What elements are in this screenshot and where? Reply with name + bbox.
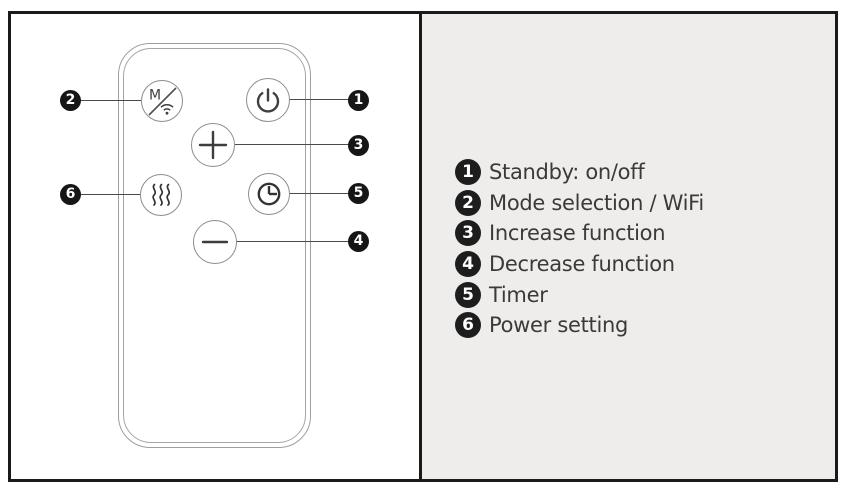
timer-button [248, 173, 290, 215]
callout-badge-6: 6 [60, 184, 81, 205]
legend-badge-6: 6 [455, 312, 481, 339]
legend-item-label: Decrease function [489, 252, 675, 277]
callout-badge-4: 4 [348, 231, 369, 252]
remote-body-inner-outline [123, 48, 306, 443]
legend-badge-3: 3 [455, 220, 481, 247]
legend-item: 1 Standby: on/off [455, 157, 704, 188]
legend-badge-1: 1 [455, 159, 481, 186]
callout-line-2 [80, 100, 141, 101]
legend-item-label: Standby: on/off [489, 160, 645, 185]
power-setting-button [140, 174, 182, 216]
mode-wifi-icon: M [141, 80, 183, 122]
increase-button [191, 123, 235, 167]
callout-line-1 [290, 99, 349, 100]
callout-line-3 [235, 144, 349, 145]
callout-badge-1: 1 [348, 90, 369, 111]
heat-waves-icon [140, 174, 182, 216]
standby-button [246, 78, 290, 122]
legend-item: 3 Increase function [455, 218, 704, 249]
legend-item: 5 Timer [455, 279, 704, 310]
callout-line-6 [80, 194, 140, 195]
legend-item: 4 Decrease function [455, 249, 704, 280]
callout-badge-2: 2 [60, 90, 81, 111]
decrease-button [193, 220, 237, 264]
legend-badge-2: 2 [455, 189, 481, 216]
callout-badge-3: 3 [348, 135, 369, 156]
legend-item: 2 Mode selection / WiFi [455, 188, 704, 219]
power-icon [246, 78, 290, 122]
legend-badge-4: 4 [455, 251, 481, 278]
callout-line-4 [237, 241, 349, 242]
clock-icon [248, 173, 290, 215]
legend-item-label: Mode selection / WiFi [489, 190, 704, 215]
mode-wifi-button: M [141, 80, 183, 122]
legend-item-label: Timer [489, 282, 548, 307]
legend-item: 6 Power setting [455, 310, 704, 341]
callout-line-5 [290, 193, 349, 194]
mode-button-letter: M [149, 88, 161, 104]
legend-panel [419, 14, 835, 479]
legend-item-label: Increase function [489, 221, 666, 246]
legend-badge-5: 5 [455, 281, 481, 308]
minus-icon [193, 220, 237, 264]
callout-badge-5: 5 [348, 183, 369, 204]
legend-item-label: Power setting [489, 313, 629, 338]
plus-icon [191, 123, 235, 167]
legend: 1 Standby: on/off 2 Mode selection / WiF… [455, 157, 704, 341]
